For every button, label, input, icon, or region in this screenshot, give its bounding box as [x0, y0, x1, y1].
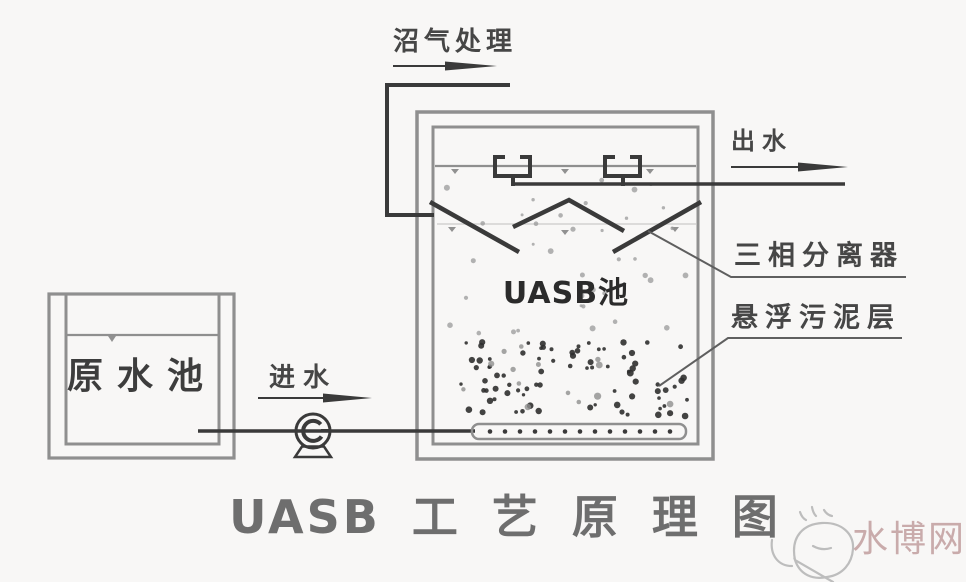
raw-water-tank-label: 原水池	[66, 356, 218, 397]
separator-label: 三相分离器	[734, 240, 904, 272]
effluent-label: 出水	[731, 127, 793, 155]
uasb-tank	[415, 110, 715, 461]
gas-bubble-dots	[443, 177, 689, 336]
three-phase-separator	[428, 197, 703, 254]
annotation-leader-lines	[647, 230, 906, 387]
influent-flow-arrow	[258, 393, 372, 403]
effluent-troughs	[493, 155, 642, 186]
diagram-title: UASB 工 艺 原 理 图	[229, 490, 781, 544]
biogas-pipe	[385, 83, 510, 217]
raw-water-tank	[47, 292, 236, 460]
sludge-distributor	[470, 422, 688, 441]
biogas-flow-arrow	[393, 61, 497, 71]
sludge-layer-label: 悬浮污泥层	[731, 302, 901, 334]
bird-logo-icon	[770, 505, 855, 582]
uasb-tank-label: UASB池	[502, 276, 630, 311]
sludge-dots	[459, 339, 689, 420]
pump-icon	[292, 412, 334, 459]
influent-label: 进水	[268, 363, 338, 393]
biogas-treatment-label: 沼气处理	[392, 27, 518, 57]
watermark-text: 水博网	[851, 519, 966, 560]
effluent-flow-arrow	[731, 162, 848, 172]
